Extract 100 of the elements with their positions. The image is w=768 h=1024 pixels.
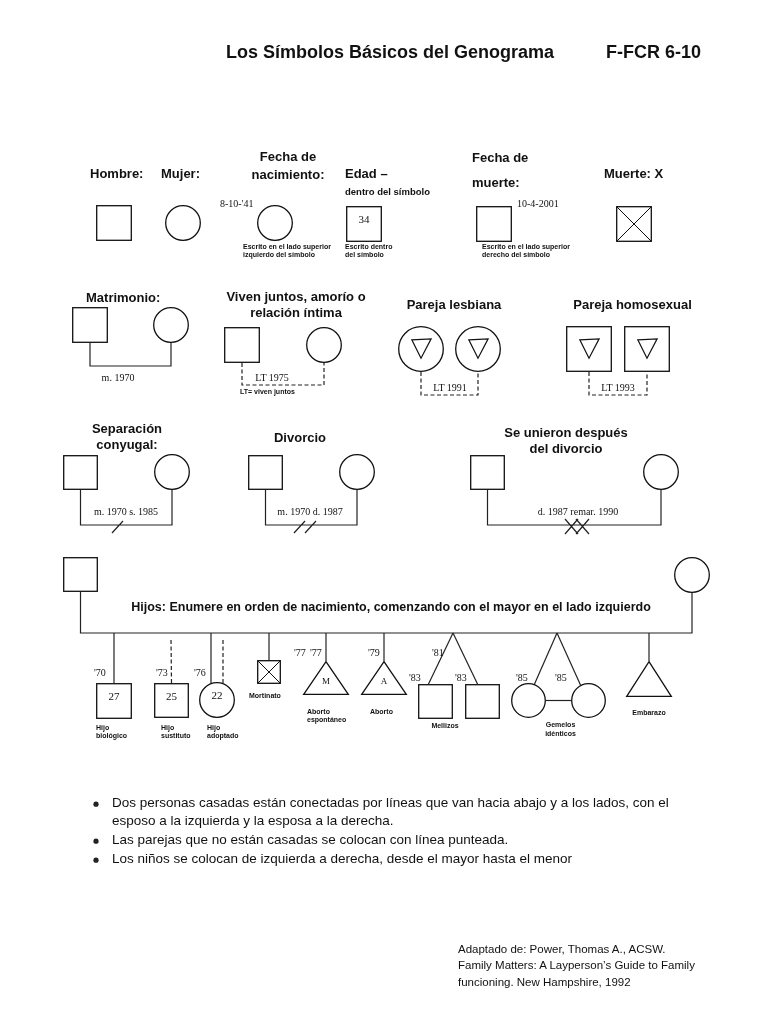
section-heading: Viven juntos, amorío o relación íntima <box>225 289 367 322</box>
bullet-text: Las parejas que no están casadas se colocan con línea punteada. <box>112 831 510 849</box>
birth-year: '76 <box>194 667 207 679</box>
twin-square <box>418 684 453 719</box>
descent-line <box>210 632 212 684</box>
male-square <box>63 455 98 490</box>
death-date: 10-4-2001 <box>517 198 560 210</box>
lesbian-partner-circle <box>455 326 501 372</box>
age-number: 27 <box>107 690 121 704</box>
twin-circle <box>571 683 606 718</box>
relationship-line <box>79 489 173 534</box>
relationship-line <box>89 342 172 367</box>
relationship-line <box>264 489 358 534</box>
relationship-line <box>79 591 693 634</box>
mother-circle <box>674 557 710 593</box>
section-heading: Pareja lesbiana <box>405 297 503 313</box>
edge-label: d. 1987 remar. 1990 <box>535 506 621 518</box>
deceased-square <box>616 206 652 242</box>
birth-year: '85 <box>555 672 568 684</box>
descent-line <box>533 632 558 685</box>
relationship-line <box>588 371 648 396</box>
symbol-heading: Fecha de muerte: <box>472 149 530 192</box>
birth-year: '77 <box>310 647 323 659</box>
stillbirth-square <box>257 660 281 684</box>
instruction-text: Hijos: Enumere en orden de nacimiento, comenzando con el mayor en el lado izquierdo <box>130 600 652 615</box>
title: Los Símbolos Básicos del Genograma <box>226 42 556 64</box>
section-heading: Divorcio <box>273 430 327 446</box>
birth-year: '83 <box>409 672 422 684</box>
section-heading: Pareja homosexual <box>572 297 693 313</box>
edge-label: LT 1991 <box>431 382 469 394</box>
citation-text: Adaptado de: Power, Thomas A., ACSW. <box>458 942 667 957</box>
son-square <box>154 683 189 718</box>
female-circle <box>154 454 190 490</box>
male-square <box>96 205 132 241</box>
birth-year: '85 <box>516 672 529 684</box>
gay-partner-square <box>566 326 612 372</box>
male-square <box>476 206 512 242</box>
female-circle <box>257 205 293 241</box>
birth-date: 8-10-'41 <box>220 198 255 210</box>
edge-label: m. 1970 d. 1987 <box>275 506 345 518</box>
father-square <box>63 557 98 592</box>
miscarriage-triangle <box>303 661 349 695</box>
descent-line <box>325 632 327 662</box>
male-square <box>470 455 505 490</box>
abortion-triangle <box>361 661 407 695</box>
citation-text: Family Matters: A Layperson’s Guide to Family funcioning. New Hampshire, 1992 <box>458 958 696 990</box>
symbol-heading: Fecha de nacimiento: <box>250 148 326 184</box>
descent-line <box>222 639 224 684</box>
descent-line <box>383 632 385 662</box>
symbol-heading: Hombre: <box>90 166 145 182</box>
descent-line <box>170 639 173 684</box>
symbol-letter: M <box>321 676 331 688</box>
female-circle <box>339 454 375 490</box>
descent-line <box>452 632 479 685</box>
birth-year: '83 <box>455 672 468 684</box>
edge-label: LT 1993 <box>599 382 637 394</box>
descent-line <box>427 632 454 685</box>
symbol-heading: Edad – <box>345 166 389 182</box>
birth-year: '70 <box>94 667 107 679</box>
twin-square <box>465 684 500 719</box>
bullet-text: Dos personas casadas están conectadas por líneas que van hacia abajo y a los lados, con el esposo a la izquierda y la esposa a la derecha. <box>112 794 670 831</box>
relationship-line <box>241 362 325 386</box>
birth-year: '79 <box>368 647 381 659</box>
age-number: 34 <box>357 213 371 227</box>
relationship-line <box>486 489 662 535</box>
female-circle <box>165 205 201 241</box>
age-number: 25 <box>165 690 178 704</box>
male-square <box>346 206 382 242</box>
twin-circle <box>511 683 546 718</box>
birth-year: '81 <box>432 647 445 659</box>
symbol-letter: A <box>379 676 389 688</box>
birth-year: '73 <box>156 667 169 679</box>
descent-line <box>556 632 582 686</box>
descent-line <box>268 632 270 661</box>
male-square <box>72 307 108 343</box>
section-heading: Separación conyugal: <box>90 421 164 454</box>
pregnancy-triangle <box>626 661 672 697</box>
female-circle <box>643 454 679 490</box>
female-circle <box>153 307 189 343</box>
lesbian-partner-circle <box>398 326 444 372</box>
symbol-heading: Muerte: X <box>604 166 665 182</box>
female-circle <box>306 327 342 363</box>
edge-label: LT 1975 <box>253 372 291 384</box>
bullet-text: Los niños se colocan de izquierda a derecha, desde el mayor hasta el menor <box>112 850 574 868</box>
descent-line <box>113 632 115 684</box>
twin-bar <box>545 699 572 702</box>
daughter-circle <box>199 682 235 718</box>
birth-year: '77 <box>294 647 307 659</box>
son-square <box>96 683 132 719</box>
edge-label: m. 1970 s. 1985 <box>91 506 161 518</box>
symbol-subheading: dentro del símbolo <box>345 186 431 198</box>
edge-label: m. 1970 <box>99 372 137 384</box>
symbol-heading: Mujer: <box>161 166 201 182</box>
descent-line <box>648 632 650 662</box>
form-code: F-FCR 6-10 <box>606 42 702 64</box>
gay-partner-square <box>624 326 670 372</box>
relationship-line <box>420 371 479 396</box>
age-number: 22 <box>210 689 224 703</box>
male-square <box>224 327 260 363</box>
section-heading: Se unieron después del divorcio <box>503 425 629 458</box>
